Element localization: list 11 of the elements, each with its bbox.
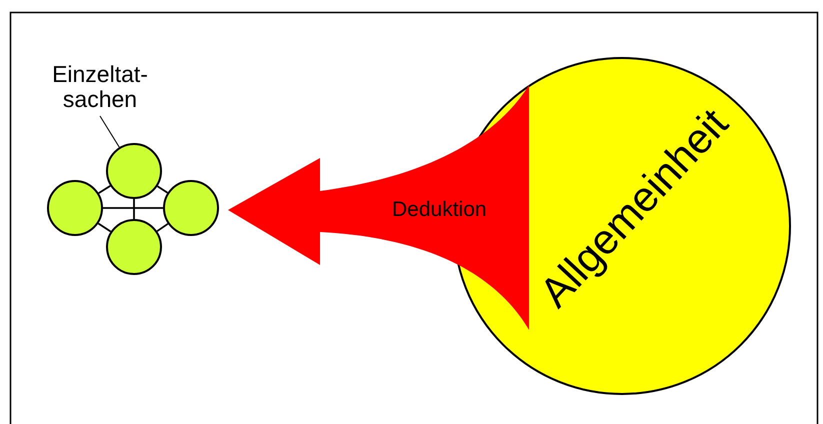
edge-label: Deduktion — [392, 198, 487, 222]
connector-line — [98, 185, 111, 194]
circle-node — [106, 143, 162, 199]
connector-line — [103, 207, 163, 209]
connector-line — [157, 186, 168, 194]
connector-line — [133, 199, 135, 219]
connector-line — [98, 222, 112, 232]
callout-text: Einzeltat- sachen — [36, 62, 164, 112]
connector-line — [156, 223, 168, 232]
block-arrow — [228, 85, 530, 330]
leader-line — [100, 116, 120, 148]
